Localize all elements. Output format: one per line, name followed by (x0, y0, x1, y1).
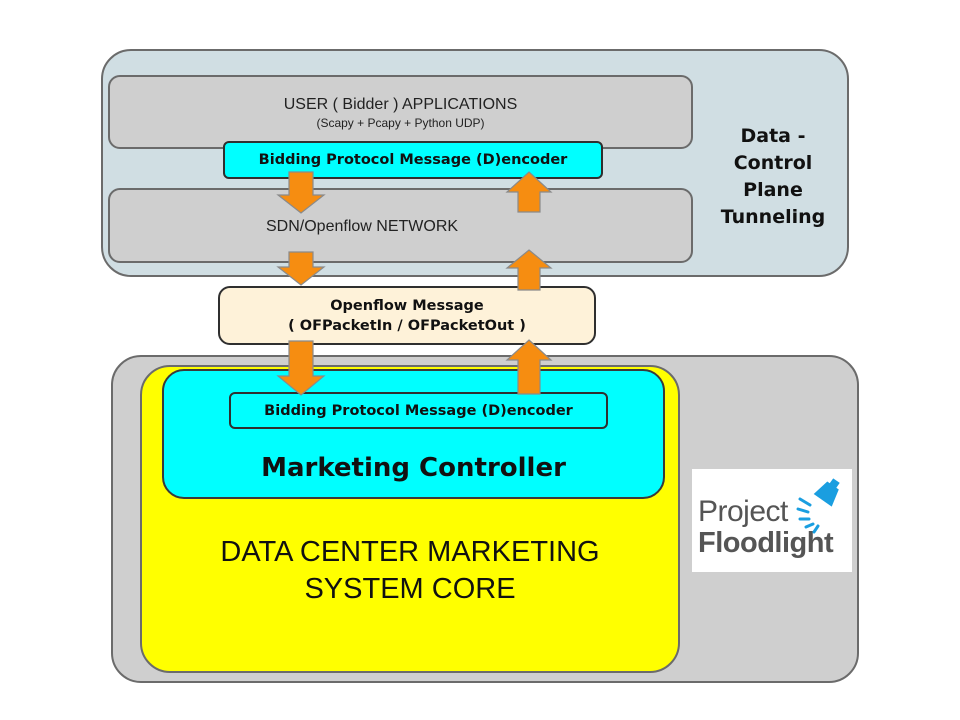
project-floodlight-logo: Project Floodlight (692, 469, 852, 572)
down-arrow-icon (276, 340, 326, 396)
top-encoder-box: Bidding Protocol Message (D)encoder (223, 141, 603, 179)
user-applications-subtitle: (Scapy + Pcapy + Python UDP) (316, 116, 485, 130)
sdn-openflow-network-box: SDN/Openflow NETWORK (108, 188, 693, 263)
tunneling-label-line: Control (733, 152, 813, 174)
up-arrow-icon (505, 339, 553, 395)
bottom-encoder-box: Bidding Protocol Message (D)encoder (229, 392, 608, 429)
user-applications-title: USER ( Bidder ) APPLICATIONS (283, 96, 518, 113)
floodlight-lamp-icon (796, 478, 840, 534)
tunneling-label-line: Tunneling (720, 206, 826, 228)
up-arrow-icon (505, 249, 553, 291)
marketing-controller-box (162, 369, 665, 499)
core-label-line: DATA CENTER MARKETING (220, 536, 600, 568)
logo-word-floodlight: Floodlight (698, 527, 834, 559)
openflow-message-subtitle: ( OFPacketIn / OFPacketOut ) (288, 318, 526, 334)
tunneling-label: Data - Control Plane Tunneling (706, 123, 840, 231)
tunneling-label-line: Data - (740, 125, 806, 147)
down-arrow-icon (276, 251, 326, 286)
openflow-message-title: Openflow Message (330, 298, 484, 314)
tunneling-label-line: Plane (743, 179, 803, 201)
openflow-message-box: Openflow Message ( OFPacketIn / OFPacket… (218, 286, 596, 345)
logo-word-project: Project (698, 495, 788, 528)
user-applications-box: USER ( Bidder ) APPLICATIONS (Scapy + Pc… (108, 75, 693, 149)
down-arrow-icon (276, 171, 326, 214)
up-arrow-icon (505, 171, 553, 213)
sdn-network-label: SDN/Openflow NETWORK (266, 218, 459, 235)
marketing-system-core-label: DATA CENTER MARKETING SYSTEM CORE (140, 534, 680, 608)
core-label-line: SYSTEM CORE (304, 573, 516, 605)
marketing-controller-label: Marketing Controller (261, 453, 566, 483)
